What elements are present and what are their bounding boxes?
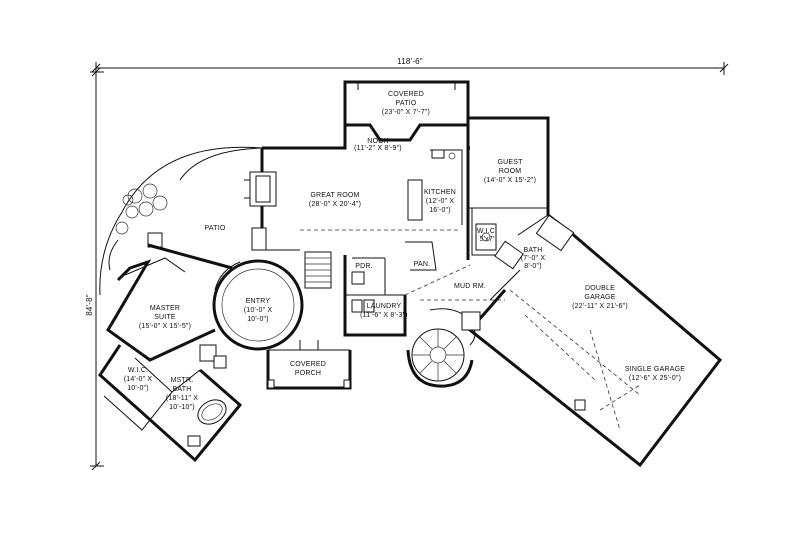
master-wic-size-2: 10'-0")	[127, 385, 149, 392]
guest-room-size: (14'-0" X 15'-2")	[484, 177, 536, 184]
entry-size-2: 10'-0")	[247, 316, 269, 323]
covered-patio-label-1: COVERED	[388, 91, 424, 98]
entry-walls	[212, 259, 352, 390]
master-suite-label-1: MASTER	[150, 305, 180, 312]
master-suite-label-2: SUITE	[154, 314, 176, 321]
bath-size-2: 8'-0")	[524, 263, 541, 270]
single-garage-label: SINGLE GARAGE	[625, 366, 685, 373]
guest-wing-walls	[468, 116, 550, 256]
double-garage-label-2: GARAGE	[584, 294, 615, 301]
master-wic-label: W.I.C.	[128, 367, 148, 374]
covered-patio-size: (23'-0" X 7'-7")	[382, 109, 430, 116]
guest-wic-label-1: W.I.C.	[477, 228, 497, 235]
master-bath-size-2: 10'-10")	[169, 404, 195, 411]
covered-porch-label-2: PORCH	[295, 370, 321, 377]
kitchen-label: KITCHEN	[424, 189, 456, 196]
great-room-label: GREAT ROOM	[310, 192, 359, 199]
patio-label: PATIO	[205, 225, 226, 232]
utility-core-walls	[304, 251, 505, 388]
master-wing-walls	[98, 243, 243, 463]
guest-room-label-1: GUEST	[497, 159, 523, 166]
nook-label: NOOK	[367, 138, 389, 145]
garage-wing-walls	[467, 213, 723, 468]
mud-room-label: MUD RM.	[454, 283, 486, 290]
pantry-label: PAN.	[414, 261, 431, 268]
master-bath-size-1: (18'-11" X	[166, 395, 198, 402]
dimension-lines	[90, 62, 729, 471]
laundry-label: LAUNDRY	[367, 303, 402, 310]
covered-porch-label-1: COVERED	[290, 361, 326, 368]
main-core-walls	[244, 80, 470, 271]
master-wic-size-1: (14'-0" X	[124, 376, 153, 383]
kitchen-size-2: 16'-0")	[429, 207, 451, 214]
guest-wic-label-2: 5'x7'	[480, 236, 495, 243]
patio-outline	[99, 146, 263, 296]
great-room-size: (28'-0" X 20'-4")	[309, 201, 361, 208]
double-garage-label-1: DOUBLE	[585, 285, 615, 292]
master-bath-label-2: BATH	[173, 386, 192, 393]
master-bath-label-1: MSTR.	[171, 377, 194, 384]
overall-depth-label: 84'-8"	[85, 294, 94, 316]
overall-width-label: 118'-6"	[397, 57, 423, 66]
entry-size-1: (10'-0" X	[244, 307, 273, 314]
bath-label: BATH	[524, 247, 543, 254]
covered-patio-label-2: PATIO	[396, 100, 417, 107]
nook-size: (11'-2" X 8'-9")	[354, 145, 402, 152]
laundry-size: (11'-6" X 8'-3")	[360, 312, 408, 319]
guest-room-label-2: ROOM	[499, 168, 522, 175]
single-garage-size: (12'-6" X 25'-0")	[629, 375, 681, 382]
double-garage-size: (22'-11" X 21'-6")	[572, 303, 628, 310]
entry-label: ENTRY	[246, 298, 271, 305]
master-suite-size: (15'-0" X 15'-5")	[139, 323, 191, 330]
bath-size-1: (7'-0" X	[521, 255, 546, 262]
pdr-label: PDR.	[355, 263, 373, 270]
kitchen-size-1: (12'-0" X	[426, 198, 455, 205]
